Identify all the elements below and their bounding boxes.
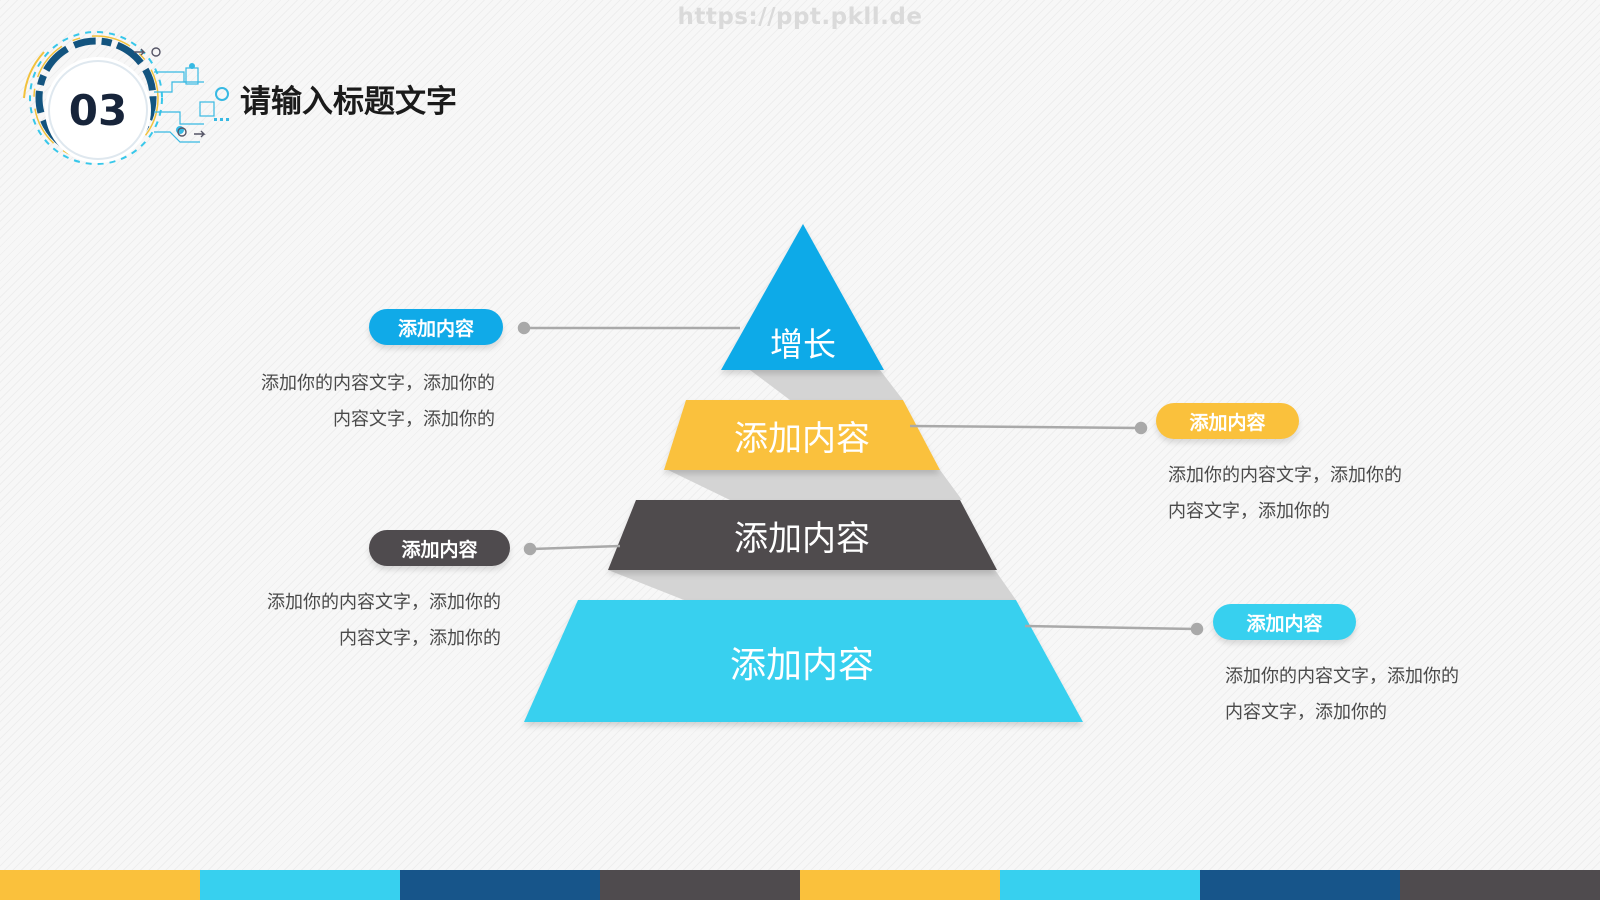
tier-label-top: 增长 xyxy=(770,325,836,364)
pyramid-tier-bottom xyxy=(524,600,1083,722)
callout-pill-1: 添加内容 xyxy=(369,309,503,345)
pyramid-connector-band xyxy=(668,470,962,500)
bottom-bar-segment xyxy=(200,870,400,900)
bottom-bar-segment xyxy=(1400,870,1600,900)
leader-dot-1 xyxy=(517,321,531,335)
callout-pill-3: 添加内容 xyxy=(369,530,510,566)
bottom-bar-segment xyxy=(1200,870,1400,900)
tier-label-bottom: 添加内容 xyxy=(729,645,874,686)
pyramid-tier-2 xyxy=(664,400,940,470)
callout-desc-2: 添加你的内容文字，添加你的 内容文字，添加你的 xyxy=(1168,458,1448,530)
tier-label-2: 添加内容 xyxy=(734,418,870,459)
callout-pill-4: 添加内容 xyxy=(1213,604,1356,640)
pyramid-tier-3 xyxy=(608,500,997,570)
callout-desc-4: 添加你的内容文字，添加你的 内容文字，添加你的 xyxy=(1225,659,1505,731)
leader-dot-2 xyxy=(1134,421,1148,435)
callout-desc-3: 添加你的内容文字，添加你的 内容文字，添加你的 xyxy=(221,585,501,657)
leader-line-2 xyxy=(909,424,1141,430)
pyramid-connector-band xyxy=(750,370,903,400)
callout-desc-line: 添加你的内容文字，添加你的 xyxy=(261,373,495,394)
callout-desc-line: 添加你的内容文字，添加你的 xyxy=(267,592,501,613)
callout-desc-line: 内容文字，添加你的 xyxy=(1168,501,1330,522)
pyramid-connector-band xyxy=(608,570,1016,600)
leader-line-4 xyxy=(1024,624,1197,631)
watermark-url: https://ppt.pkll.de xyxy=(677,4,923,30)
bottom-bar-segment xyxy=(0,870,200,900)
section-number-badge: 03 xyxy=(48,60,148,160)
callout-desc-line: 内容文字，添加你的 xyxy=(1225,702,1387,723)
callout-desc-line: 添加你的内容文字，添加你的 xyxy=(1168,465,1402,486)
callout-desc-line: 添加你的内容文字，添加你的 xyxy=(1225,666,1459,687)
leader-line-3 xyxy=(531,544,621,551)
tier-label-3: 添加内容 xyxy=(734,518,870,559)
bottom-bar-segment xyxy=(1000,870,1200,900)
bottom-bar-segment xyxy=(600,870,800,900)
callout-desc-line: 内容文字，添加你的 xyxy=(339,628,501,649)
bottom-bar-segment xyxy=(800,870,1000,900)
leader-dot-4 xyxy=(1190,622,1204,636)
page-title: 请输入标题文字 xyxy=(240,84,457,120)
pyramid-tier-top xyxy=(721,224,884,370)
bottom-color-bar xyxy=(0,870,1600,900)
callout-pill-2: 添加内容 xyxy=(1156,403,1299,439)
callout-desc-line: 内容文字，添加你的 xyxy=(333,409,495,430)
callout-desc-1: 添加你的内容文字，添加你的 内容文字，添加你的 xyxy=(215,366,495,438)
bottom-bar-segment xyxy=(400,870,600,900)
leader-dot-3 xyxy=(523,542,537,556)
